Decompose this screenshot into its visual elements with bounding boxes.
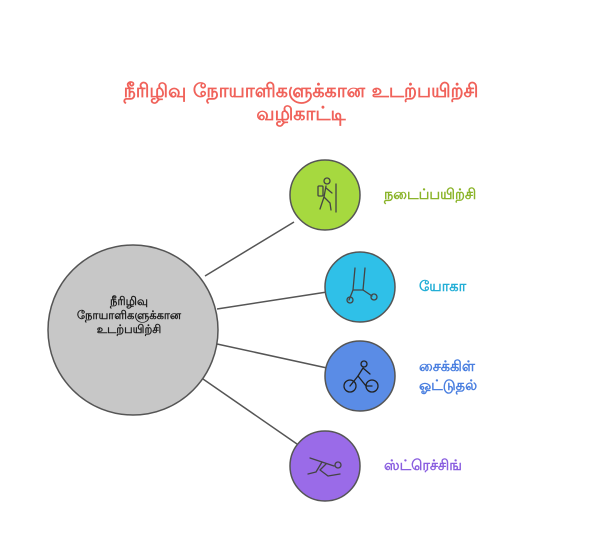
center-label-line2: நோயாளிகளுக்கான	[76, 308, 182, 322]
walking-node[interactable]	[289, 159, 361, 231]
yoga-node[interactable]	[324, 251, 396, 323]
yoga-pose-icon	[346, 267, 378, 304]
center-label-line3: உடற்பயிற்சி	[96, 322, 162, 336]
walking-label: நடைப்பயிற்சி	[384, 187, 477, 203]
connector-stretching	[202, 378, 298, 445]
stretching-icon	[307, 457, 342, 477]
connector-cycling	[216, 343, 328, 369]
cycling-label-line2: ஓட்டுதல்	[419, 378, 478, 394]
hiker-icon	[317, 177, 337, 213]
connector-yoga	[216, 291, 328, 310]
yoga-label: யோகா	[419, 279, 467, 295]
stretching-label: ஸ்ட்ரெச்சிங்	[384, 458, 462, 474]
diagram-title-line1: நீரிழிவு நோயாளிகளுக்கான உடற்பயிற்சி	[123, 80, 479, 102]
cycling-node[interactable]	[324, 340, 396, 412]
diagram-title-line2: வழிகாட்டி	[256, 103, 346, 125]
center-node	[47, 244, 219, 416]
stretching-node[interactable]	[289, 430, 361, 502]
center-node-label: நீரிழிவு நோயாளிகளுக்கான உடற்பயிற்சி	[46, 294, 212, 336]
cycling-label: சைக்கிள் ஓட்டுதல்	[419, 358, 477, 396]
connector-walking	[204, 221, 295, 277]
cycling-label-line1: சைக்கிள்	[419, 359, 475, 375]
cyclist-icon	[343, 360, 379, 393]
center-label-line1: நீரிழிவு	[110, 294, 148, 308]
